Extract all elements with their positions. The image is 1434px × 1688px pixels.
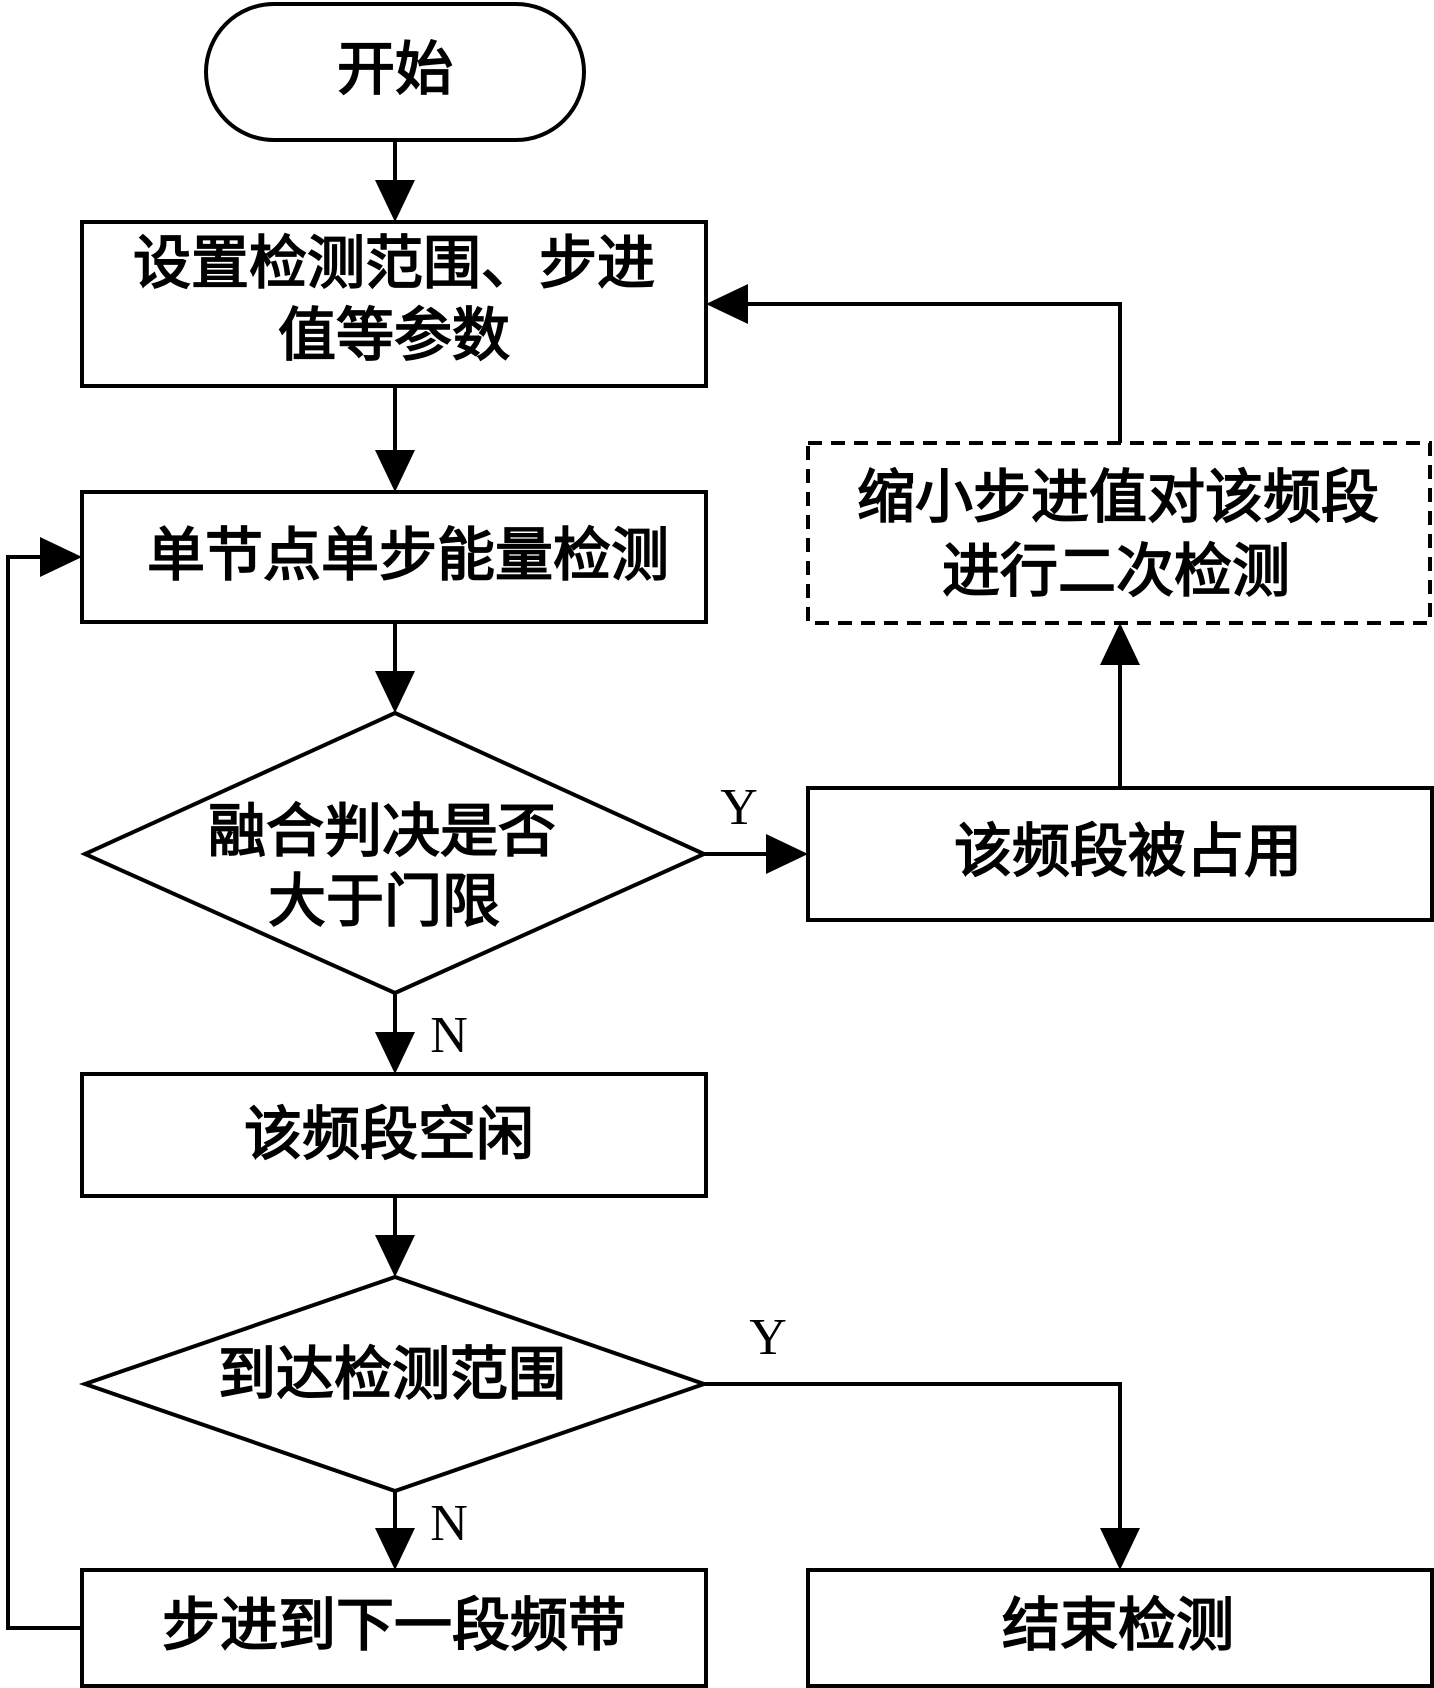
arrowhead-down	[375, 671, 415, 713]
range-yes-label: Y	[749, 1309, 787, 1366]
range-no-label: N	[430, 1495, 468, 1552]
arrowhead-down	[375, 180, 415, 222]
secondary-detect-box	[806, 441, 1432, 625]
arrowhead-up	[1100, 623, 1140, 665]
reach-range-label: 到达检测范围	[218, 1340, 566, 1408]
idle-label: 该频段空闲	[244, 1100, 534, 1168]
edge-next-loop-back	[6, 555, 82, 1630]
arrowhead-down	[375, 1235, 415, 1277]
start-label: 开始	[337, 35, 453, 103]
edge-secondary-to-params	[740, 302, 1122, 443]
fusion-yes-label: Y	[720, 779, 758, 836]
fusion-no-label: N	[430, 1007, 468, 1064]
next-band-label: 步进到下一段频带	[162, 1591, 626, 1659]
single-detect-label: 单节点单步能量检测	[147, 521, 669, 589]
arrowhead-left	[706, 284, 748, 324]
end-box	[806, 1568, 1434, 1688]
single-detect-box	[80, 490, 708, 624]
next-band-box	[80, 1568, 708, 1688]
fusion-decision-label-line2: 大于门限	[268, 867, 500, 935]
arrowhead-right	[40, 537, 82, 577]
arrowhead-down	[1100, 1528, 1140, 1570]
end-label: 结束检测	[1002, 1591, 1234, 1659]
set-params-label-line1: 设置检测范围、步进	[133, 229, 655, 297]
edge-range-to-end	[704, 1382, 1122, 1538]
occupied-label: 该频段被占用	[954, 817, 1302, 885]
set-params-label-line2: 值等参数	[278, 301, 510, 369]
arrowhead-right	[766, 834, 808, 874]
secondary-label-line1: 缩小步进值对该频段	[857, 463, 1379, 531]
idle-box	[80, 1072, 708, 1198]
fusion-decision-label-line1: 融合判决是否	[208, 797, 556, 865]
secondary-label-line2: 进行二次检测	[942, 537, 1290, 605]
arrowhead-down	[375, 1032, 415, 1074]
arrowhead-down	[375, 1528, 415, 1570]
arrowhead-down	[375, 450, 415, 492]
set-params-box	[80, 220, 708, 388]
